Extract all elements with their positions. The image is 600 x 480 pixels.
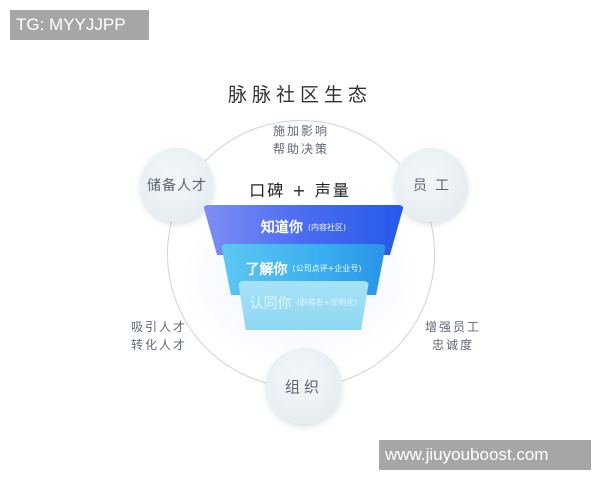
funnel-layer-understand-label: 了解你 <box>245 261 288 278</box>
funnel-layer-understand-note: (公司点评+企业号) <box>292 264 362 273</box>
node-employee-label: 员工 <box>413 178 457 194</box>
node-reserve-talent: 储备人才 <box>140 148 214 222</box>
label-top-line-2: 帮助决策 <box>272 142 329 156</box>
watermark-top-left: TG: MYYJJPP <box>10 10 149 40</box>
funnel-layer-identify: 认同你 (职得去+定制化) <box>238 281 369 330</box>
funnel-layer-know-note: (内容社区) <box>307 222 347 232</box>
label-top-line-1: 施加影响 <box>272 124 329 138</box>
label-left-line-2: 转化人才 <box>130 338 187 352</box>
funnel-layer-know-label: 知道你 <box>260 220 303 236</box>
watermark-bottom-right: www.jiuyouboost.com <box>379 440 591 470</box>
label-left-line-1: 吸引人才 <box>130 320 187 334</box>
label-right: 增强员工 忠诚度 <box>412 318 494 354</box>
label-right-line-1: 增强员工 <box>424 320 481 334</box>
node-organization-label: 组织 <box>284 377 323 396</box>
label-right-line-2: 忠诚度 <box>431 338 474 352</box>
node-reserve-talent-label: 储备人才 <box>147 178 207 194</box>
funnel-layer-identify-label: 认同你 <box>249 295 292 312</box>
label-left: 吸引人才 转化人才 <box>118 318 200 354</box>
node-organization: 组织 <box>266 348 342 424</box>
label-top: 施加影响 帮助决策 <box>255 122 347 158</box>
diagram-title: 脉脉社区生态 <box>227 84 372 106</box>
funnel-layer-identify-note: (职得去+定制化) <box>296 298 358 307</box>
center-title: 口碑 + 声量 <box>249 181 351 200</box>
node-employee: 员工 <box>394 148 468 222</box>
